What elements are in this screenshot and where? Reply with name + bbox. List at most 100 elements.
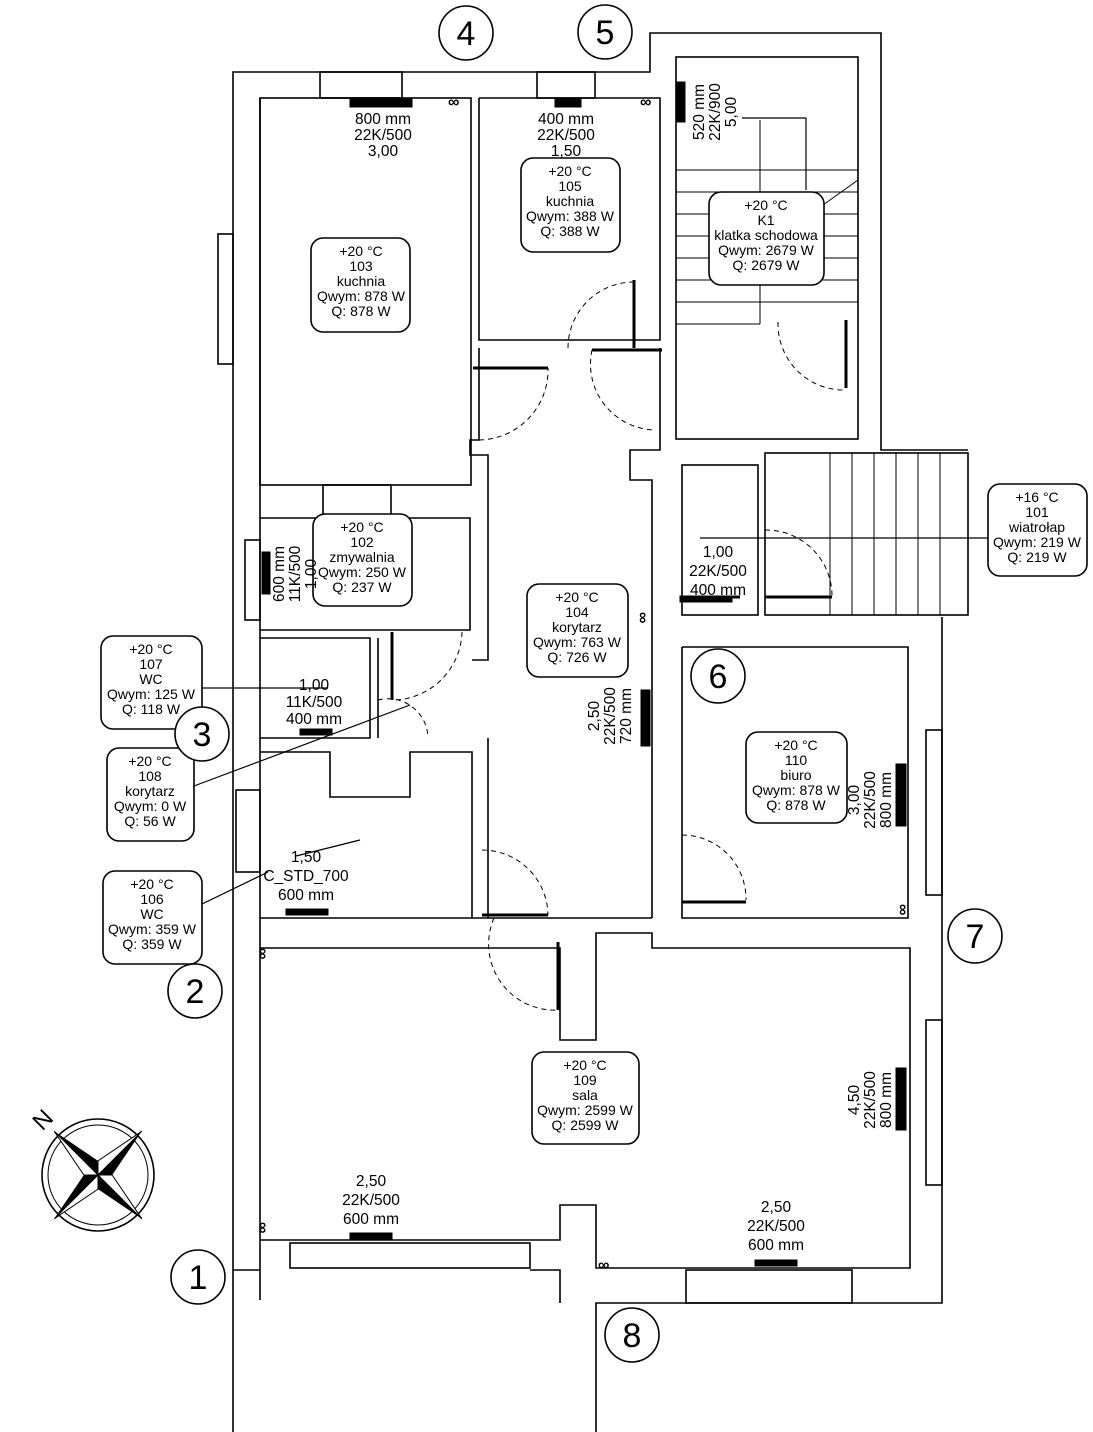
label-line: wiatrołap — [1008, 519, 1065, 535]
label-line: 22K/500 — [862, 1071, 879, 1129]
axis-marker-4: 4 — [438, 5, 494, 61]
label-line: 800 mm — [878, 1072, 895, 1128]
label-line: +20 °C — [548, 163, 591, 179]
axis-label: 4 — [457, 15, 476, 53]
label-line: Q: 359 W — [122, 936, 182, 952]
door-swing — [764, 529, 833, 598]
label-line: WC — [140, 906, 163, 922]
leader-line-106-2 — [295, 839, 361, 857]
label-line: 400 mm — [538, 111, 594, 128]
label-line: zmywalnia — [329, 549, 395, 565]
window-north-2 — [536, 71, 596, 99]
label-line: 103 — [349, 258, 373, 274]
room-box-106 — [102, 870, 203, 965]
label-line: 5,00 — [723, 97, 740, 128]
valve-marks: ∞ ∞ ∞ ∞ ∞ ∞ ∞ — [254, 94, 911, 1274]
room-box-108 — [106, 747, 195, 842]
radiator-symbol — [261, 551, 271, 595]
label-line: 1,00 — [303, 559, 320, 590]
axis-marker-6: 6 — [690, 648, 746, 704]
room-box-103 — [310, 237, 411, 333]
room-box-102 — [312, 513, 413, 607]
label-line: Qwym: 763 W — [533, 634, 622, 650]
axis-label: 1 — [189, 1259, 208, 1297]
label-line: WC — [139, 671, 162, 687]
window-south-2 — [685, 1269, 853, 1304]
radiator-label-104: 2,5022K/500720 mm — [586, 687, 635, 745]
label-line: +20 °C — [744, 197, 787, 213]
label-line: 104 — [565, 604, 589, 620]
label-line: +20 °C — [774, 737, 817, 753]
label-line: 107 — [139, 656, 163, 672]
label-line: 400 mm — [286, 711, 342, 728]
door-swing — [377, 698, 429, 739]
leader-line-106 — [199, 871, 269, 906]
window-south-1 — [289, 1242, 531, 1269]
label-line: 3,00 — [846, 785, 863, 816]
label-line: 22K/500 — [689, 563, 747, 580]
label-line: 600 mm — [748, 1237, 804, 1254]
label-line: Qwym: 250 W — [318, 564, 407, 580]
label-line: +20 °C — [563, 1057, 606, 1073]
label-line: +20 °C — [130, 876, 173, 892]
label-line: +20 °C — [555, 589, 598, 605]
radiator-symbol — [679, 595, 733, 603]
label-line: 22K/500 — [747, 1218, 805, 1235]
valve-icon: ∞ — [598, 1257, 609, 1274]
room-box-101 — [987, 483, 1088, 577]
room-101-stairs — [764, 452, 969, 616]
window-west-3 — [235, 789, 261, 873]
door-swing — [481, 849, 549, 916]
label-line: sala — [572, 1087, 598, 1103]
label-line: Qwym: 878 W — [752, 782, 841, 798]
label-line: 600 mm — [271, 546, 288, 602]
radiator-symbol — [676, 81, 686, 123]
window-east-2 — [925, 1019, 943, 1186]
valve-icon: ∞ — [894, 904, 911, 915]
label-line: 108 — [138, 768, 162, 784]
label-line: 400 mm — [690, 582, 746, 599]
valve-icon: ∞ — [640, 94, 651, 111]
room-box-109 — [531, 1051, 640, 1145]
label-line: 105 — [558, 178, 582, 194]
label-line: 600 mm — [278, 887, 334, 904]
compass-rose-icon: N — [28, 1105, 155, 1232]
axis-label: 8 — [623, 1317, 642, 1355]
label-line: 11K/500 — [286, 694, 343, 711]
room-box-104 — [526, 583, 629, 678]
label-line: 800 mm — [355, 111, 411, 128]
label-line: Q: 118 W — [122, 701, 181, 717]
axis-label: 3 — [193, 716, 212, 754]
valve-icon: ∞ — [254, 1222, 271, 1233]
label-line: Qwym: 359 W — [108, 921, 197, 937]
room-K1-outline — [675, 56, 859, 440]
outer-wall-west — [232, 32, 968, 1432]
axis-marker-5: 5 — [577, 4, 633, 60]
label-line: 22K/500 — [342, 1192, 400, 1209]
label-line: kuchnia — [337, 273, 385, 289]
label-line: 22K/500 — [602, 687, 619, 745]
door-swing — [488, 917, 559, 1011]
label-line: 1,00 — [299, 677, 330, 694]
radiator-label-110: 3,0022K/500800 mm — [846, 771, 895, 829]
room-107-outline — [260, 637, 371, 739]
label-line: K1 — [757, 212, 774, 228]
label-line: 22K/500 — [862, 771, 879, 829]
room-102-door-gap — [322, 484, 392, 519]
radiator-label-K1: 520 mm22K/9005,00 — [691, 83, 740, 141]
label-line: 520 mm — [691, 84, 708, 140]
label-line: 106 — [140, 891, 164, 907]
axis-marker-8: 8 — [604, 1307, 660, 1363]
